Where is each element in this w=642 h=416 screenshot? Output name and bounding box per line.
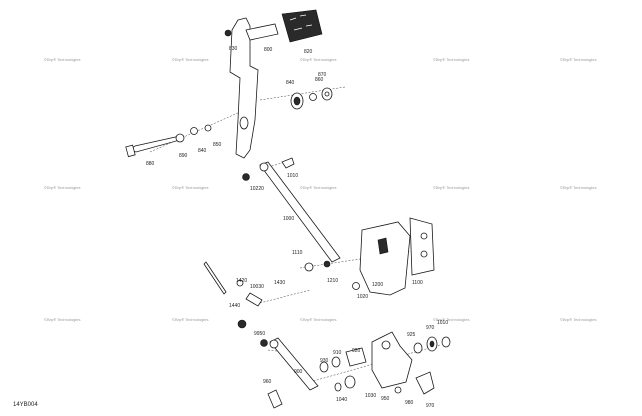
callout-label: 1110 [292, 250, 303, 256]
callout-label: 960 [263, 379, 272, 385]
callout-label: 970 [426, 403, 435, 409]
callout-label: 1440 [229, 303, 240, 309]
callout-label: 890 [179, 153, 188, 159]
callout-label: 840 [198, 148, 207, 154]
pedal-fasteners [224, 29, 333, 110]
lower-lever-arm [267, 337, 319, 409]
callout-label: 10220 [250, 186, 264, 192]
callout-label: 1100 [412, 280, 423, 286]
callout-label: 1040 [336, 397, 347, 403]
watermark: ©Brp® Technologies [433, 317, 470, 322]
callout-label: 800 [264, 47, 273, 53]
brake-pedal-arm [229, 17, 279, 159]
callout-label: 925 [407, 332, 416, 338]
callout-label: 1010 [287, 173, 298, 179]
callout-label: 900 [294, 369, 303, 375]
cylinder-housing [359, 217, 435, 296]
callout-labels: 830 800 820 860 870 840 850 840 880 890 … [146, 46, 448, 409]
callout-label: 860 [315, 77, 324, 83]
watermark: ©Brp® Technologies [172, 185, 209, 190]
lower-bracket-assembly [319, 331, 451, 395]
watermark: ©Brp® Technologies [433, 57, 470, 62]
callout-label: 930 [320, 358, 329, 364]
callout-label: 920 [352, 348, 361, 354]
watermark: ©Brp® Technologies [44, 57, 81, 62]
callout-label: 980 [405, 400, 414, 406]
callout-label: 840 [286, 80, 295, 86]
watermark-layer: ©Brp® Technologies ©Brp® Technologies ©B… [44, 57, 597, 322]
callout-label: 1010 [437, 320, 448, 326]
callout-label: 1430 [274, 280, 285, 286]
callout-label: 1000 [283, 216, 294, 222]
callout-label: 1020 [357, 294, 368, 300]
callout-label: 910 [333, 350, 342, 356]
callout-label: 850 [213, 142, 222, 148]
watermark: ©Brp® Technologies [300, 317, 337, 322]
watermark: ©Brp® Technologies [433, 185, 470, 190]
watermark: ©Brp® Technologies [44, 185, 81, 190]
pedal-pad [281, 9, 323, 43]
watermark: ©Brp® Technologies [300, 57, 337, 62]
callout-label: 870 [318, 72, 327, 78]
pivot-bolt [125, 124, 212, 158]
callout-label: 9950 [254, 331, 265, 337]
callout-label: 950 [381, 396, 390, 402]
watermark: ©Brp® Technologies [172, 57, 209, 62]
callout-label: 970 [426, 325, 435, 331]
callout-label: 1210 [327, 278, 338, 284]
watermark: ©Brp® Technologies [300, 185, 337, 190]
callout-label: 1420 [236, 278, 247, 284]
linkage-fasteners [203, 260, 360, 347]
callout-label: 1030 [365, 393, 376, 399]
callout-label: 880 [146, 161, 155, 167]
callout-label: 10030 [250, 284, 264, 290]
callout-label: 1200 [372, 282, 383, 288]
callout-label: 820 [304, 49, 313, 55]
diagram-code: 14YB004 [13, 402, 38, 408]
callout-label: 830 [229, 46, 238, 52]
watermark: ©Brp® Technologies [172, 317, 209, 322]
watermark: ©Brp® Technologies [560, 185, 597, 190]
watermark: ©Brp® Technologies [560, 317, 597, 322]
watermark: ©Brp® Technologies [44, 317, 81, 322]
linkage-rod [242, 157, 341, 263]
watermark: ©Brp® Technologies [560, 57, 597, 62]
